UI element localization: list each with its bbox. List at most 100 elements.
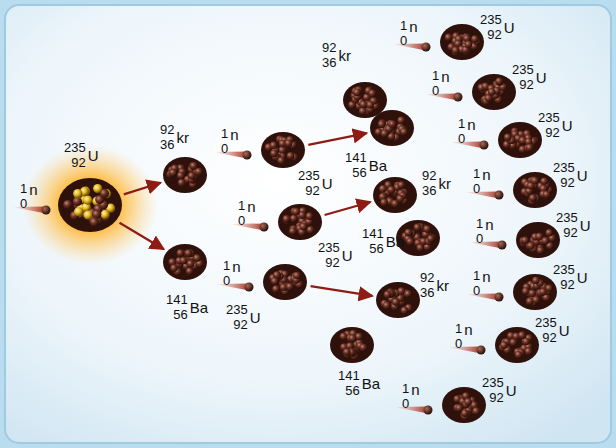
neutron-symbol: n [467,116,475,133]
nucleon [522,338,530,346]
nucleus-drawing [472,74,516,110]
element-symbol: Ba [362,375,380,392]
number-column: 10 [238,198,245,228]
nucleon [398,287,406,295]
nucleon [527,242,535,250]
nucleus: 9236kr [373,177,417,213]
nucleon [380,199,388,207]
number-column: 23592 [538,110,560,140]
neutrons [12,43,507,415]
nucleon [542,237,550,245]
nucleus: 23592U [498,122,542,158]
nucleon [526,298,534,306]
neutron-number: 0 [402,396,409,411]
nucleon [464,398,472,406]
nucleus-drawing [373,177,417,213]
nucleus-body [263,264,307,300]
number-column: 10 [223,258,230,288]
neutron-trail [230,224,264,231]
number-column: 23592 [553,160,575,190]
nucleon [521,236,529,244]
neutron-symbol: n [247,198,255,215]
element-symbol: U [580,217,591,234]
neutron-number: 0 [238,213,245,228]
neutron-number: 0 [455,336,462,351]
element-symbol: kr [176,129,189,146]
nucleus-body [472,74,516,110]
number-column: 10 [476,216,483,246]
element-symbol: U [88,147,99,164]
nucleon [455,404,463,412]
nucleon [423,225,431,233]
nucleus-body [495,327,539,363]
isotope-label: 9236kr [420,270,449,300]
nucleon [396,195,404,203]
nucleon [518,331,526,339]
element-symbol: U [506,382,517,399]
neutron-number: 0 [473,283,480,298]
nucleon [293,272,301,280]
nucleon [472,407,480,415]
mass-number: 141 [338,368,360,383]
nucleon [526,144,534,152]
atomic-number: 92 [71,155,85,170]
nucleus: 9236kr [376,282,420,318]
number-column: 10 [473,268,480,298]
neutron [260,223,269,232]
nucleus-drawing [163,244,207,280]
mass-number: 92 [420,270,434,285]
neutron [245,283,254,292]
nucleon [383,302,391,310]
nucleon [465,41,473,49]
reaction-arrow [311,286,373,296]
nucleus-body [376,282,420,318]
nucleon [543,191,551,199]
isotope-label: 23592U [64,140,99,170]
atomic-number: 92 [325,255,339,270]
nucleon [471,35,479,43]
mass-number: 92 [322,40,336,55]
nucleon [92,210,101,219]
mass-number: 235 [556,210,578,225]
nucleon [518,331,526,339]
neutron-number: 1 [473,268,480,283]
isotope-label: 14156Ba [345,150,387,180]
neutron-symbol: n [464,321,472,338]
neutron [480,141,489,150]
neutron-number: 1 [402,381,409,396]
nucleon [355,333,363,341]
nucleus: 14156Ba [163,244,207,280]
nucleon [461,409,469,417]
number-column: 10 [432,68,439,98]
neutron-label: 10n [221,126,239,156]
neutron [424,406,433,415]
nucleus-drawing [261,132,305,168]
nucleus-body [58,178,122,232]
neutron-label: 10n [20,181,38,211]
nucleus-drawing [370,110,414,146]
mass-number: 92 [160,122,174,137]
isotope-label: 9236kr [422,168,451,198]
nucleon [531,177,539,185]
nucleon [180,257,188,265]
number-column: 14156 [166,292,188,322]
nucleon [406,238,414,246]
nucleon [190,162,198,170]
nucleon [414,224,422,232]
isotope-label: 23592U [482,375,517,405]
isotope-label: 23592U [298,168,333,198]
nucleon [427,235,435,243]
mass-number: 92 [422,168,436,183]
number-column: 10 [455,321,462,351]
neutron-number: 0 [221,141,228,156]
neutron-number: 0 [223,273,230,288]
neutron-trail [465,294,499,301]
nucleon [388,186,396,194]
nucleus-body [370,110,414,146]
nucleus-drawing [58,178,122,232]
mass-number: 235 [538,110,560,125]
nucleon [416,244,424,252]
element-symbol: kr [338,47,351,64]
neutron-number: 0 [400,33,407,48]
